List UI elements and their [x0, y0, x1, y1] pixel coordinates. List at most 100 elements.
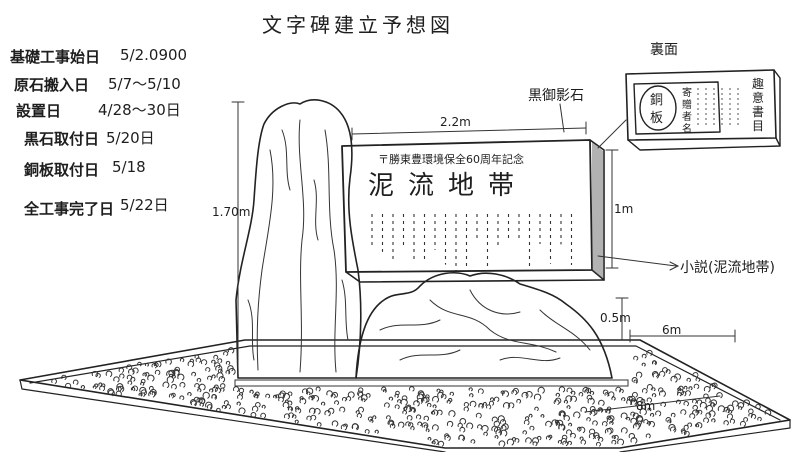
gravel-stone — [149, 389, 157, 396]
gravel-stone — [602, 389, 609, 395]
purpose-char: 意 — [752, 90, 764, 105]
gravel-stone — [148, 390, 156, 398]
gravel-stone — [421, 422, 429, 429]
gravel-stone — [601, 421, 608, 427]
gravel-stone — [621, 427, 628, 434]
gravel-stone — [764, 409, 772, 416]
gravel-stone — [558, 410, 566, 418]
gravel-stone — [147, 374, 155, 382]
gravel-stone — [295, 406, 300, 411]
gravel-stone — [493, 396, 500, 402]
gravel-stone — [477, 424, 483, 430]
gravel-stone — [611, 439, 617, 445]
gravel-stone — [589, 390, 595, 395]
gravel-stone — [716, 392, 723, 399]
gravel-stone — [695, 422, 703, 429]
gravel-stone — [116, 383, 124, 390]
gravel-stone — [98, 382, 103, 387]
gravel-stone — [113, 376, 120, 383]
gravel-stone — [206, 404, 213, 410]
gravel-stone — [500, 390, 505, 395]
gravel-stone — [665, 369, 671, 374]
gravel-stone — [561, 434, 568, 441]
gravel-stone — [606, 409, 611, 414]
gravel-stone — [187, 360, 195, 368]
gravel-stone — [607, 427, 614, 434]
gravel-stone — [558, 386, 566, 393]
gravel-stone — [627, 396, 633, 402]
gravel-stone — [466, 422, 474, 430]
gravel-stone — [641, 362, 646, 367]
donor-char: 贈 — [682, 98, 692, 111]
gravel-stone — [633, 379, 638, 384]
gravel-stone — [705, 412, 712, 418]
gravel-stone — [417, 421, 423, 427]
gravel-stone — [571, 390, 576, 395]
gravel-stone — [555, 421, 561, 426]
gravel-stone — [498, 440, 506, 447]
purpose-char: 目 — [752, 119, 764, 133]
gravel-stone — [677, 389, 684, 396]
gravel-stone — [400, 398, 408, 406]
gravel-stone — [250, 412, 257, 418]
purpose-char: 趣 — [752, 76, 764, 91]
gravel-stone — [630, 437, 638, 444]
gravel-stone — [658, 370, 666, 377]
gravel-texture — [51, 347, 772, 447]
gravel-stone — [648, 421, 656, 428]
gravel-stone — [593, 432, 600, 439]
gravel-stone — [573, 411, 581, 419]
gravel-stone — [448, 398, 453, 403]
gravel-stone — [140, 389, 147, 396]
inset-text-columns — [697, 88, 739, 128]
gravel-stone — [631, 377, 638, 383]
gravel-stone — [555, 392, 560, 397]
gravel-stone — [589, 406, 596, 412]
gravel-stone — [91, 370, 99, 378]
gravel-stone — [299, 396, 304, 401]
schedule-value: 5/20日 — [106, 129, 155, 147]
gravel-stone — [570, 432, 576, 439]
gravel-stone — [408, 386, 415, 392]
gravel-stone — [470, 439, 476, 444]
gravel-stone — [592, 420, 598, 426]
gravel-stone — [211, 359, 216, 364]
gravel-stone — [213, 354, 219, 360]
gravel-stone — [294, 419, 299, 424]
gravel-stone — [194, 354, 200, 360]
gravel-stone — [343, 423, 348, 428]
gravel-stone — [705, 397, 711, 403]
plaque: 〒勝東豊環境保全60周年記念 泥流地帯 — [341, 139, 605, 283]
gravel-stone — [738, 406, 743, 411]
gravel-stone — [556, 419, 564, 427]
donor-char: 名 — [682, 122, 692, 135]
gravel-stone — [490, 397, 494, 402]
gravel-stone — [525, 416, 530, 421]
gravel-stone — [154, 369, 161, 375]
gravel-stone — [646, 349, 653, 356]
gravel-stone — [107, 388, 114, 395]
schedule-label: 黒石取付日 — [24, 130, 99, 148]
gravel-stone — [154, 360, 162, 368]
gravel-stone — [72, 379, 79, 385]
gravel-stone — [358, 396, 363, 401]
gravel-stone — [641, 353, 647, 359]
gravel-stone — [198, 397, 206, 404]
gravel-stone — [364, 429, 370, 434]
gravel-stone — [534, 406, 539, 411]
gravel-stone — [105, 370, 113, 377]
gravel-stone — [500, 419, 507, 425]
gravel-stone — [238, 407, 246, 415]
gravel-stone — [647, 407, 652, 412]
gravel-stone — [367, 416, 373, 422]
gravel-stone — [637, 420, 642, 425]
gravel-stone — [351, 423, 359, 430]
page-title: 文字碑建立予想図 — [262, 13, 454, 37]
gravel-stone — [306, 391, 311, 396]
gravel-stone — [177, 373, 185, 381]
gravel-stone — [658, 390, 666, 397]
gravel-stone — [563, 415, 570, 422]
gravel-stone — [748, 412, 753, 418]
gravel-stone — [482, 401, 487, 406]
gravel-stone — [537, 386, 545, 394]
